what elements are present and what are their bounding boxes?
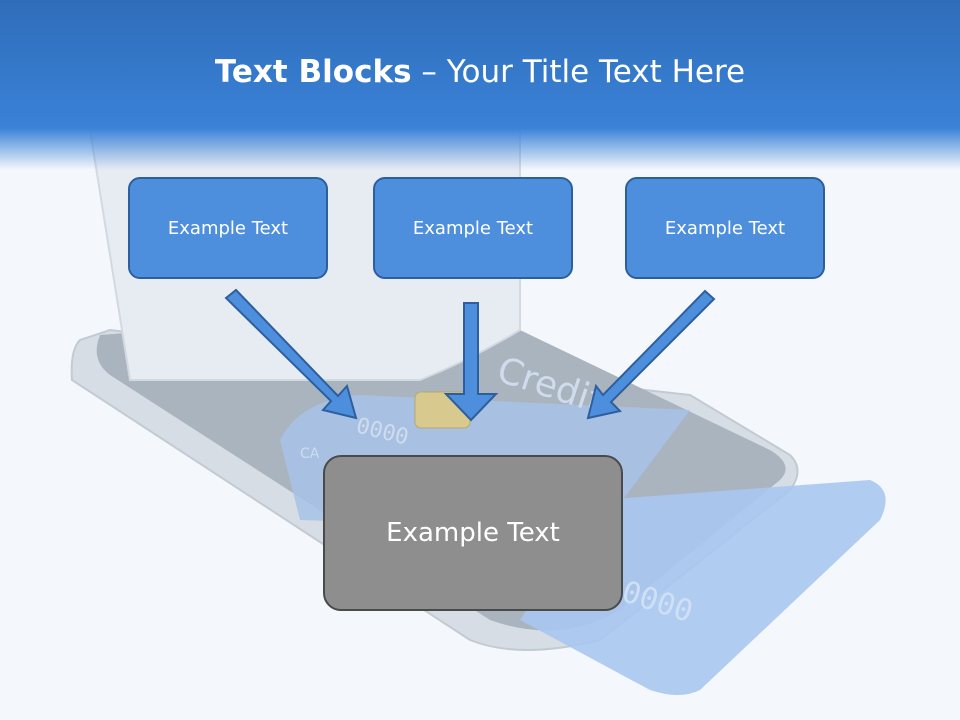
arrow-left — [224, 288, 358, 420]
title-band — [0, 0, 960, 170]
text-block-left[interactable]: Example Text — [128, 177, 328, 279]
text-block-right[interactable]: Example Text — [625, 177, 825, 279]
card-letters: CA — [300, 446, 320, 462]
title-rest: Your Title Text Here — [446, 54, 746, 90]
arrow-middle — [443, 302, 499, 422]
title-bold: Text Blocks — [214, 54, 412, 90]
arrow-right — [586, 289, 716, 420]
text-block-center[interactable]: Example Text — [323, 455, 623, 611]
title-separator: – — [411, 54, 447, 90]
text-block-middle[interactable]: Example Text — [373, 177, 573, 279]
slide-title: Text Blocks – Your Title Text Here — [0, 54, 960, 90]
